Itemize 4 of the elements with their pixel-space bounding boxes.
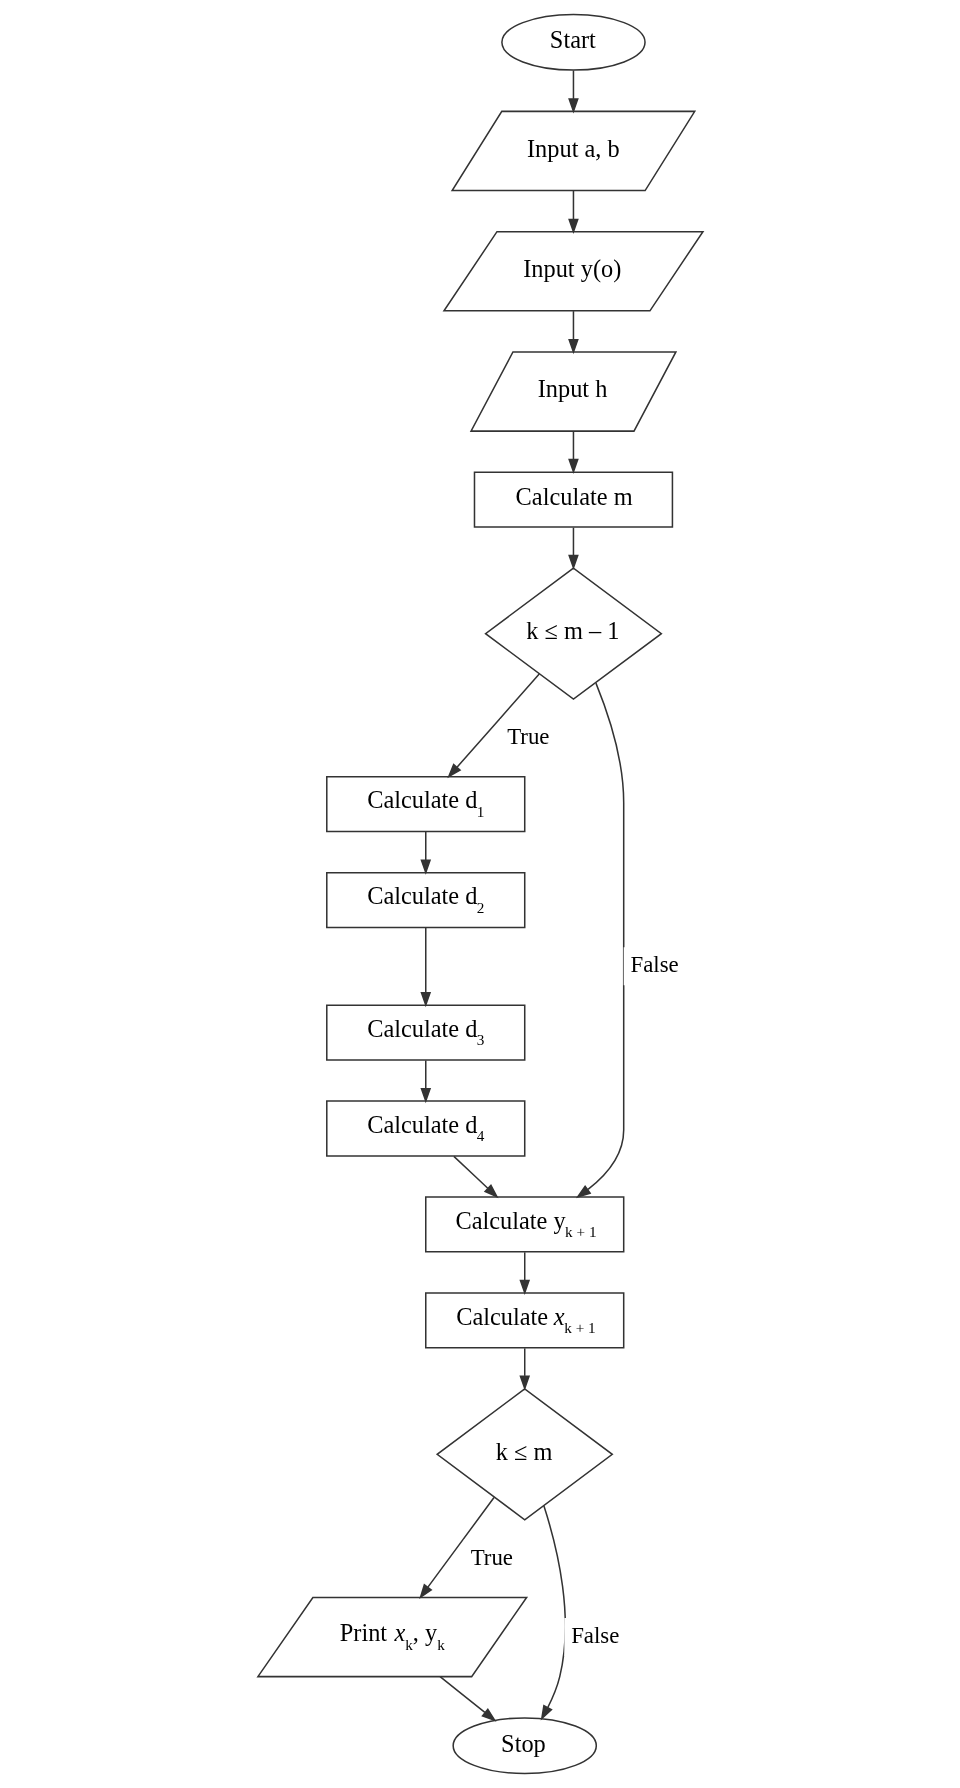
- edge-label: True: [470, 1544, 513, 1570]
- edge-label: True: [506, 724, 550, 750]
- edge-label: False: [630, 952, 679, 978]
- edge-label: False: [570, 1623, 619, 1649]
